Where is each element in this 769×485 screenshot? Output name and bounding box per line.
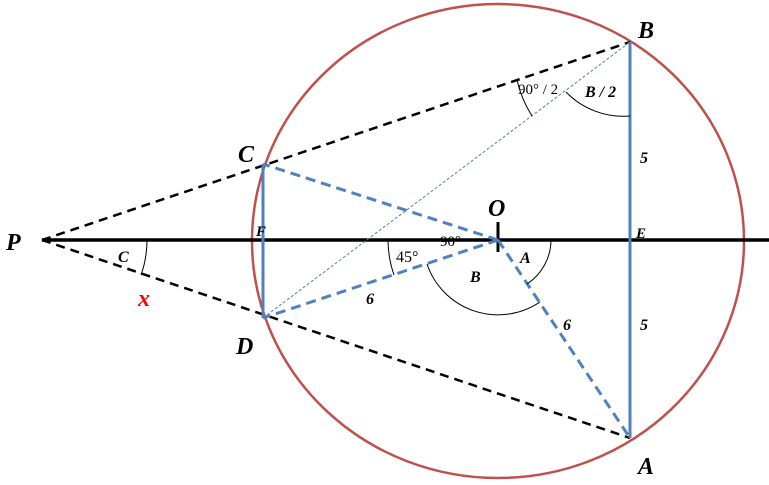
arc-angle-A <box>526 239 552 285</box>
secant-PB <box>41 40 631 242</box>
label-D: D <box>235 334 253 360</box>
label-A: A <box>636 454 654 480</box>
label-O: O <box>488 196 505 222</box>
chord-DB <box>262 41 631 319</box>
arc-angle-45 <box>387 239 395 276</box>
angle-P: C <box>118 249 129 266</box>
secant-PA <box>41 238 631 440</box>
length-x: x <box>137 286 150 312</box>
radius-OA <box>496 239 632 439</box>
label-B: B <box>637 18 654 44</box>
angle-45: 45° <box>396 249 418 266</box>
radius-OC <box>262 162 499 242</box>
label-F: F <box>255 224 266 240</box>
angle-B-right: B / 2 <box>584 84 616 101</box>
length-OD: 6 <box>366 291 374 308</box>
length-OA: 6 <box>563 317 571 334</box>
label-C: C <box>238 142 255 168</box>
angle-DOA: B <box>469 269 481 286</box>
angle-90: 90° <box>440 234 461 250</box>
arc-angle-P <box>140 239 148 276</box>
length-BE: 5 <box>640 150 648 167</box>
label-P: P <box>5 230 21 256</box>
arc-angle-90-half <box>516 79 533 117</box>
angle-AOE: A <box>519 250 531 267</box>
arc-angle-B-center <box>426 263 541 316</box>
angle-B-left: 90° / 2 <box>518 82 558 98</box>
length-EA: 5 <box>640 317 648 334</box>
radius-OD <box>262 238 499 320</box>
label-E: E <box>635 226 646 242</box>
arc-angle-B-half <box>565 91 631 117</box>
